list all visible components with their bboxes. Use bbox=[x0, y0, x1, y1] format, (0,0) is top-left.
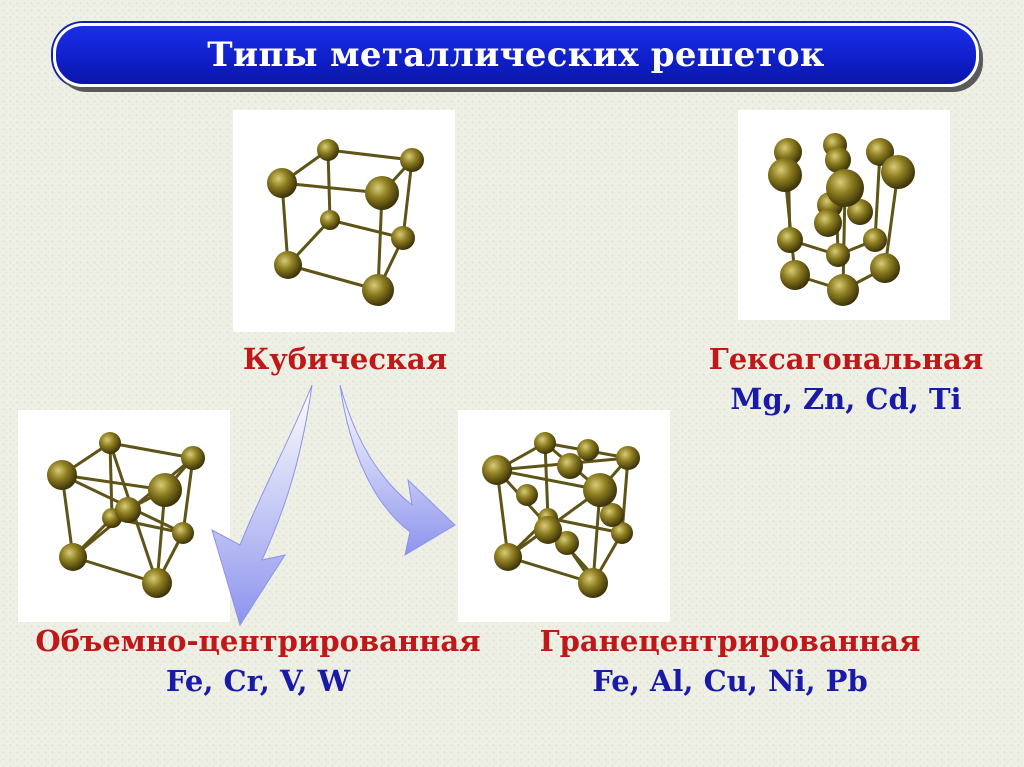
cubic-lattice bbox=[280, 148, 414, 292]
title-bar: Типы металлических решеток bbox=[53, 23, 979, 87]
fcc-label: Гранецентрированная bbox=[539, 624, 921, 658]
fcc-atoms bbox=[482, 432, 640, 598]
cubic-atoms bbox=[267, 139, 424, 306]
fcc-metals: Fe, Al, Cu, Ni, Pb bbox=[592, 664, 868, 698]
bcc-metals: Fe, Cr, V, W bbox=[165, 664, 351, 698]
hexagonal-metals: Mg, Zn, Cd, Ti bbox=[730, 382, 962, 416]
bcc-label: Объемно-центрированная bbox=[35, 624, 481, 658]
bcc-atoms bbox=[47, 432, 205, 598]
page-title: Типы металлических решеток bbox=[207, 35, 825, 75]
hexagonal-atoms bbox=[768, 133, 915, 306]
cubic-panel bbox=[233, 110, 455, 332]
arrow-to-fcc bbox=[339, 384, 456, 557]
arrow-to-bcc bbox=[211, 384, 313, 627]
hexagonal-label: Гексагональная bbox=[708, 342, 984, 376]
cubic-label: Кубическая bbox=[242, 342, 448, 376]
